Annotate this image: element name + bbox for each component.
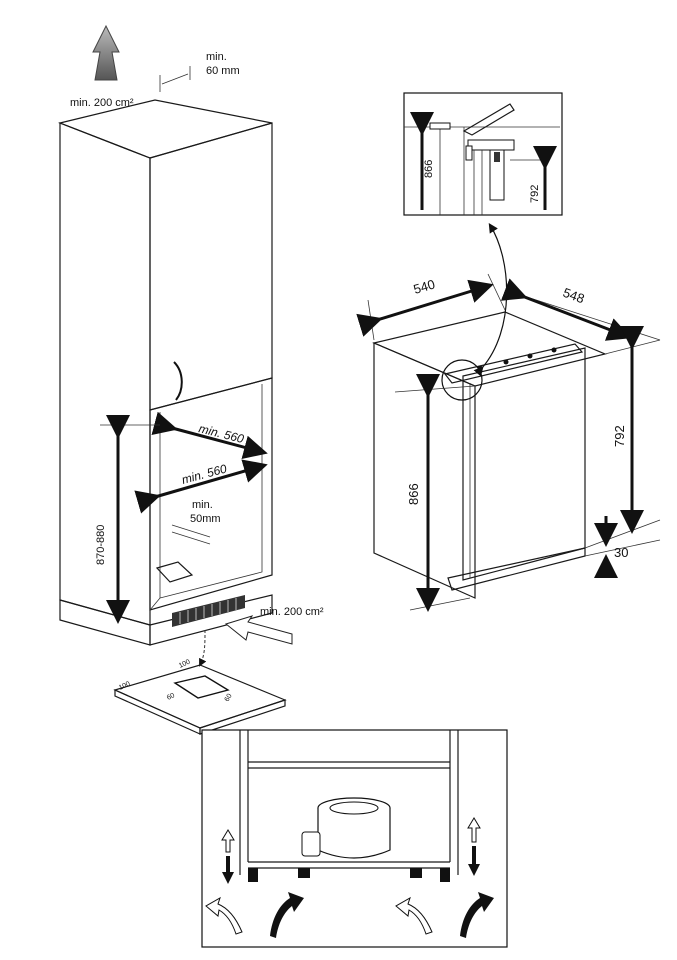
cutout-dim-2: 100	[178, 658, 192, 669]
hinge-detail-box: 866 792	[403, 92, 563, 216]
detail-magnifier-circle	[441, 359, 483, 401]
top-clearance-label: min. 200 cm²	[70, 97, 134, 109]
floor-cutout-drawing: 100 100 60 60	[113, 658, 287, 735]
airflow-detail-box	[201, 729, 508, 948]
airflow-in-left-icon	[205, 896, 243, 935]
width-lower-dimension	[134, 459, 268, 514]
rear-gap-label-2: 60 mm	[206, 65, 240, 77]
gap-label-2: 50mm	[190, 513, 221, 525]
airflow-vertical-arrows-left-icon	[221, 829, 235, 884]
vent-grille	[172, 595, 245, 627]
cutout-dim-3: 60	[166, 692, 176, 702]
detail-right-dim-label: 792	[529, 185, 541, 203]
foot-mid-right-icon	[410, 868, 422, 878]
airflow-out-right-icon	[460, 892, 494, 938]
depth-dimension	[500, 278, 632, 341]
cabinet-drawing: min. 200 cm² min. 60 mm min. 560 min. 56…	[58, 24, 324, 667]
floor-opening	[155, 561, 194, 583]
total-height-label: 866	[406, 483, 421, 505]
airflow-out-left-icon	[270, 892, 304, 938]
width-dimension	[356, 279, 494, 337]
compressor-icon	[301, 797, 391, 859]
air-inlet-arrow-icon	[224, 615, 293, 645]
up-arrow-icon	[92, 24, 120, 81]
width-label: 540	[412, 276, 437, 296]
cutout-dim-1: 100	[118, 680, 132, 691]
foot-right-icon	[440, 868, 450, 882]
bottom-gap-label: 30	[614, 545, 628, 560]
cutout-dim-4: 60	[224, 693, 234, 703]
detail-left-dim-label: 866	[423, 160, 435, 178]
appliance-drawing: 540 548 866 792 30	[356, 222, 661, 612]
gap-label-1: min.	[192, 499, 213, 511]
rear-gap-label-1: min.	[206, 51, 227, 63]
airflow-in-right-icon	[395, 896, 433, 935]
foot-mid-left-icon	[298, 868, 310, 878]
width-upper-dimension	[151, 411, 268, 459]
door-height-label: 792	[612, 425, 627, 447]
door-handle-icon	[173, 361, 183, 401]
foot-left-icon	[248, 868, 258, 882]
depth-label: 548	[561, 285, 587, 307]
niche-height-label: 870-880	[95, 525, 107, 565]
airflow-vertical-arrows-right-icon	[467, 817, 481, 876]
vent-area-label: min. 200 cm²	[260, 606, 324, 618]
